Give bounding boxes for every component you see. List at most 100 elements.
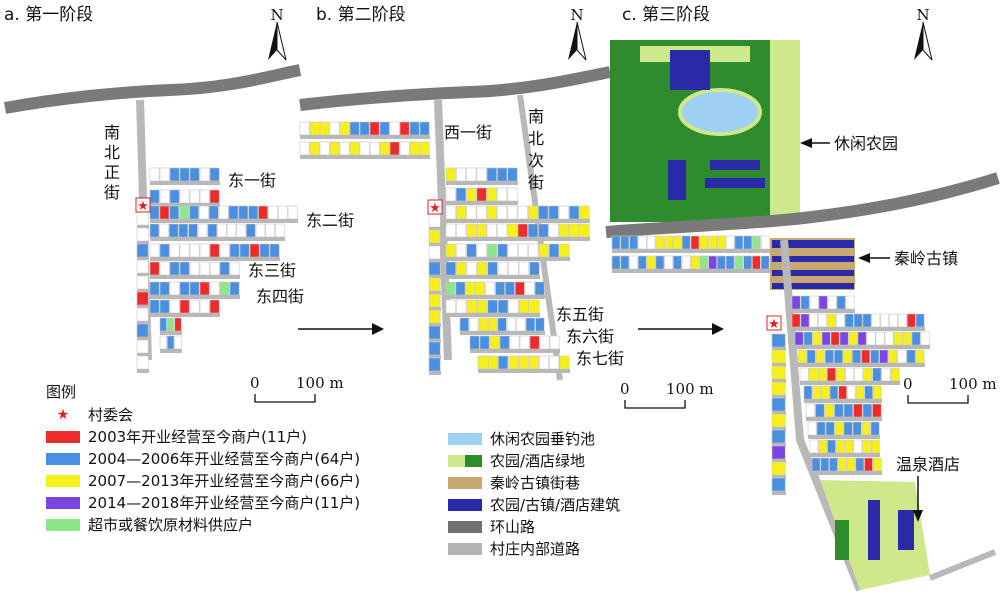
- street-char-1: 南: [104, 123, 120, 142]
- inner-road: [804, 399, 882, 403]
- stage-arrows: [298, 323, 724, 335]
- legend-swatch: [46, 474, 80, 487]
- legend-swatch: [46, 430, 80, 443]
- street-label-east-1: 东一街: [228, 171, 276, 190]
- inner-road: [772, 379, 786, 383]
- panel-c: [605, 40, 1000, 592]
- legend-label: 2014—2018年开业经营至今商户(11户): [88, 494, 361, 512]
- legend-item: 秦岭古镇街巷: [448, 472, 580, 493]
- panel-b-title: b. 第二阶段: [316, 5, 406, 25]
- callout-leisure-farm: 休闲农园: [834, 134, 898, 153]
- inner-road: [137, 305, 149, 309]
- inner-road: [478, 369, 570, 373]
- legend-item: 2007—2013年开业经营至今商户(66户): [46, 470, 360, 491]
- inner-road: [772, 491, 786, 495]
- inner-road: [429, 355, 441, 359]
- inner-road: [429, 339, 441, 343]
- inner-road: [137, 225, 149, 229]
- callout-arrows: [800, 138, 923, 522]
- shop-blocks-c: [611, 235, 930, 495]
- svg-text:★: ★: [429, 201, 441, 216]
- inner-road: [470, 349, 560, 353]
- legend-item: 2004—2006年开业经营至今商户(64户): [46, 448, 360, 469]
- scale-bar-b: [624, 400, 686, 409]
- inner-road: [446, 295, 545, 299]
- village-committee-markers: ★ ★ ★: [135, 197, 782, 332]
- legend-swatch: [448, 498, 482, 511]
- inner-road: [160, 331, 182, 335]
- street-char-2: 北: [104, 143, 120, 162]
- north-label-a: N: [270, 6, 283, 24]
- inner-road: [137, 257, 149, 261]
- inner-road: [792, 327, 925, 331]
- callout-ancient-town: 秦岭古镇: [894, 249, 958, 268]
- svg-text:★: ★: [768, 317, 780, 332]
- callout-hot-spring-hotel: 温泉酒店: [896, 455, 960, 474]
- inner-road: [772, 427, 786, 431]
- legend-swatch: [46, 496, 80, 509]
- village-committee-star-icon: ★: [56, 406, 70, 423]
- inner-road: [137, 321, 149, 325]
- legend-label: 休闲农园垂钓池: [490, 430, 596, 448]
- scale-zero-a: 0: [250, 374, 260, 392]
- inner-road: [429, 323, 441, 327]
- street-label-east-7: 东七街: [576, 349, 624, 368]
- inner-road: [150, 237, 285, 241]
- inner-road: [150, 219, 298, 223]
- street-label-east-4: 东四街: [256, 287, 304, 306]
- scale-end-b: 100 m: [666, 380, 714, 398]
- legend-swatch: [448, 542, 482, 555]
- street-label-east-2: 东二街: [306, 211, 354, 230]
- legend-swatch: [448, 454, 482, 467]
- inner-road: [446, 257, 570, 261]
- shop-blocks-b: [299, 121, 590, 375]
- secondary-char-2: 北: [528, 129, 544, 148]
- panel-a: [3, 64, 302, 373]
- fishing-pond: [678, 88, 762, 136]
- legend-label: 村委会: [88, 406, 134, 424]
- legend-label: 2003年开业经营至今商户(11户): [88, 428, 307, 446]
- secondary-char-4: 街: [528, 173, 544, 192]
- svg-text:★: ★: [137, 199, 149, 214]
- panel-b: [299, 66, 612, 381]
- inner-road: [137, 241, 149, 245]
- north-label-c: N: [916, 6, 929, 24]
- inner-road: [446, 219, 590, 223]
- inner-road: [446, 275, 540, 279]
- scale-end-a: 100 m: [296, 374, 344, 392]
- scale-bar-a: [254, 394, 316, 403]
- inner-road: [812, 471, 882, 475]
- inner-road: [429, 259, 441, 263]
- panel-a-title: a. 第一阶段: [4, 5, 93, 25]
- legend-label: 农园/古镇/酒店建筑: [490, 496, 621, 514]
- legend-swatch: [448, 476, 482, 489]
- legend-item: 2014—2018年开业经营至今商户(11户): [46, 492, 360, 513]
- legend-label: 超市或餐饮原材料供应户: [88, 516, 254, 534]
- street-char-3: 正: [104, 163, 120, 182]
- inner-road: [150, 203, 220, 207]
- inner-road: [429, 275, 441, 279]
- scale-zero-b: 0: [620, 380, 630, 398]
- inner-road: [150, 181, 220, 185]
- hotel-exit-road: [928, 549, 997, 581]
- inner-road: [792, 309, 855, 313]
- inner-road: [772, 395, 786, 399]
- legend-title: 图例: [46, 383, 77, 401]
- inner-road: [429, 371, 441, 375]
- inner-road: [150, 257, 280, 261]
- legend-label: 秦岭古镇街巷: [490, 474, 581, 492]
- inner-road: [810, 453, 880, 457]
- inner-road: [806, 417, 882, 421]
- legend-swatch: [46, 452, 80, 465]
- inner-road: [612, 249, 770, 253]
- legend-label: 环山路: [490, 518, 536, 536]
- inner-road: [150, 275, 240, 279]
- legend-label: 村庄内部道路: [490, 540, 581, 558]
- secondary-char-1: 南: [528, 107, 544, 126]
- legend-label: 2004—2006年开业经营至今商户(64户): [88, 450, 361, 468]
- street-label-east-3: 东三街: [248, 261, 296, 280]
- inner-road: [429, 307, 441, 311]
- legend-item: 超市或餐饮原材料供应户: [46, 514, 253, 535]
